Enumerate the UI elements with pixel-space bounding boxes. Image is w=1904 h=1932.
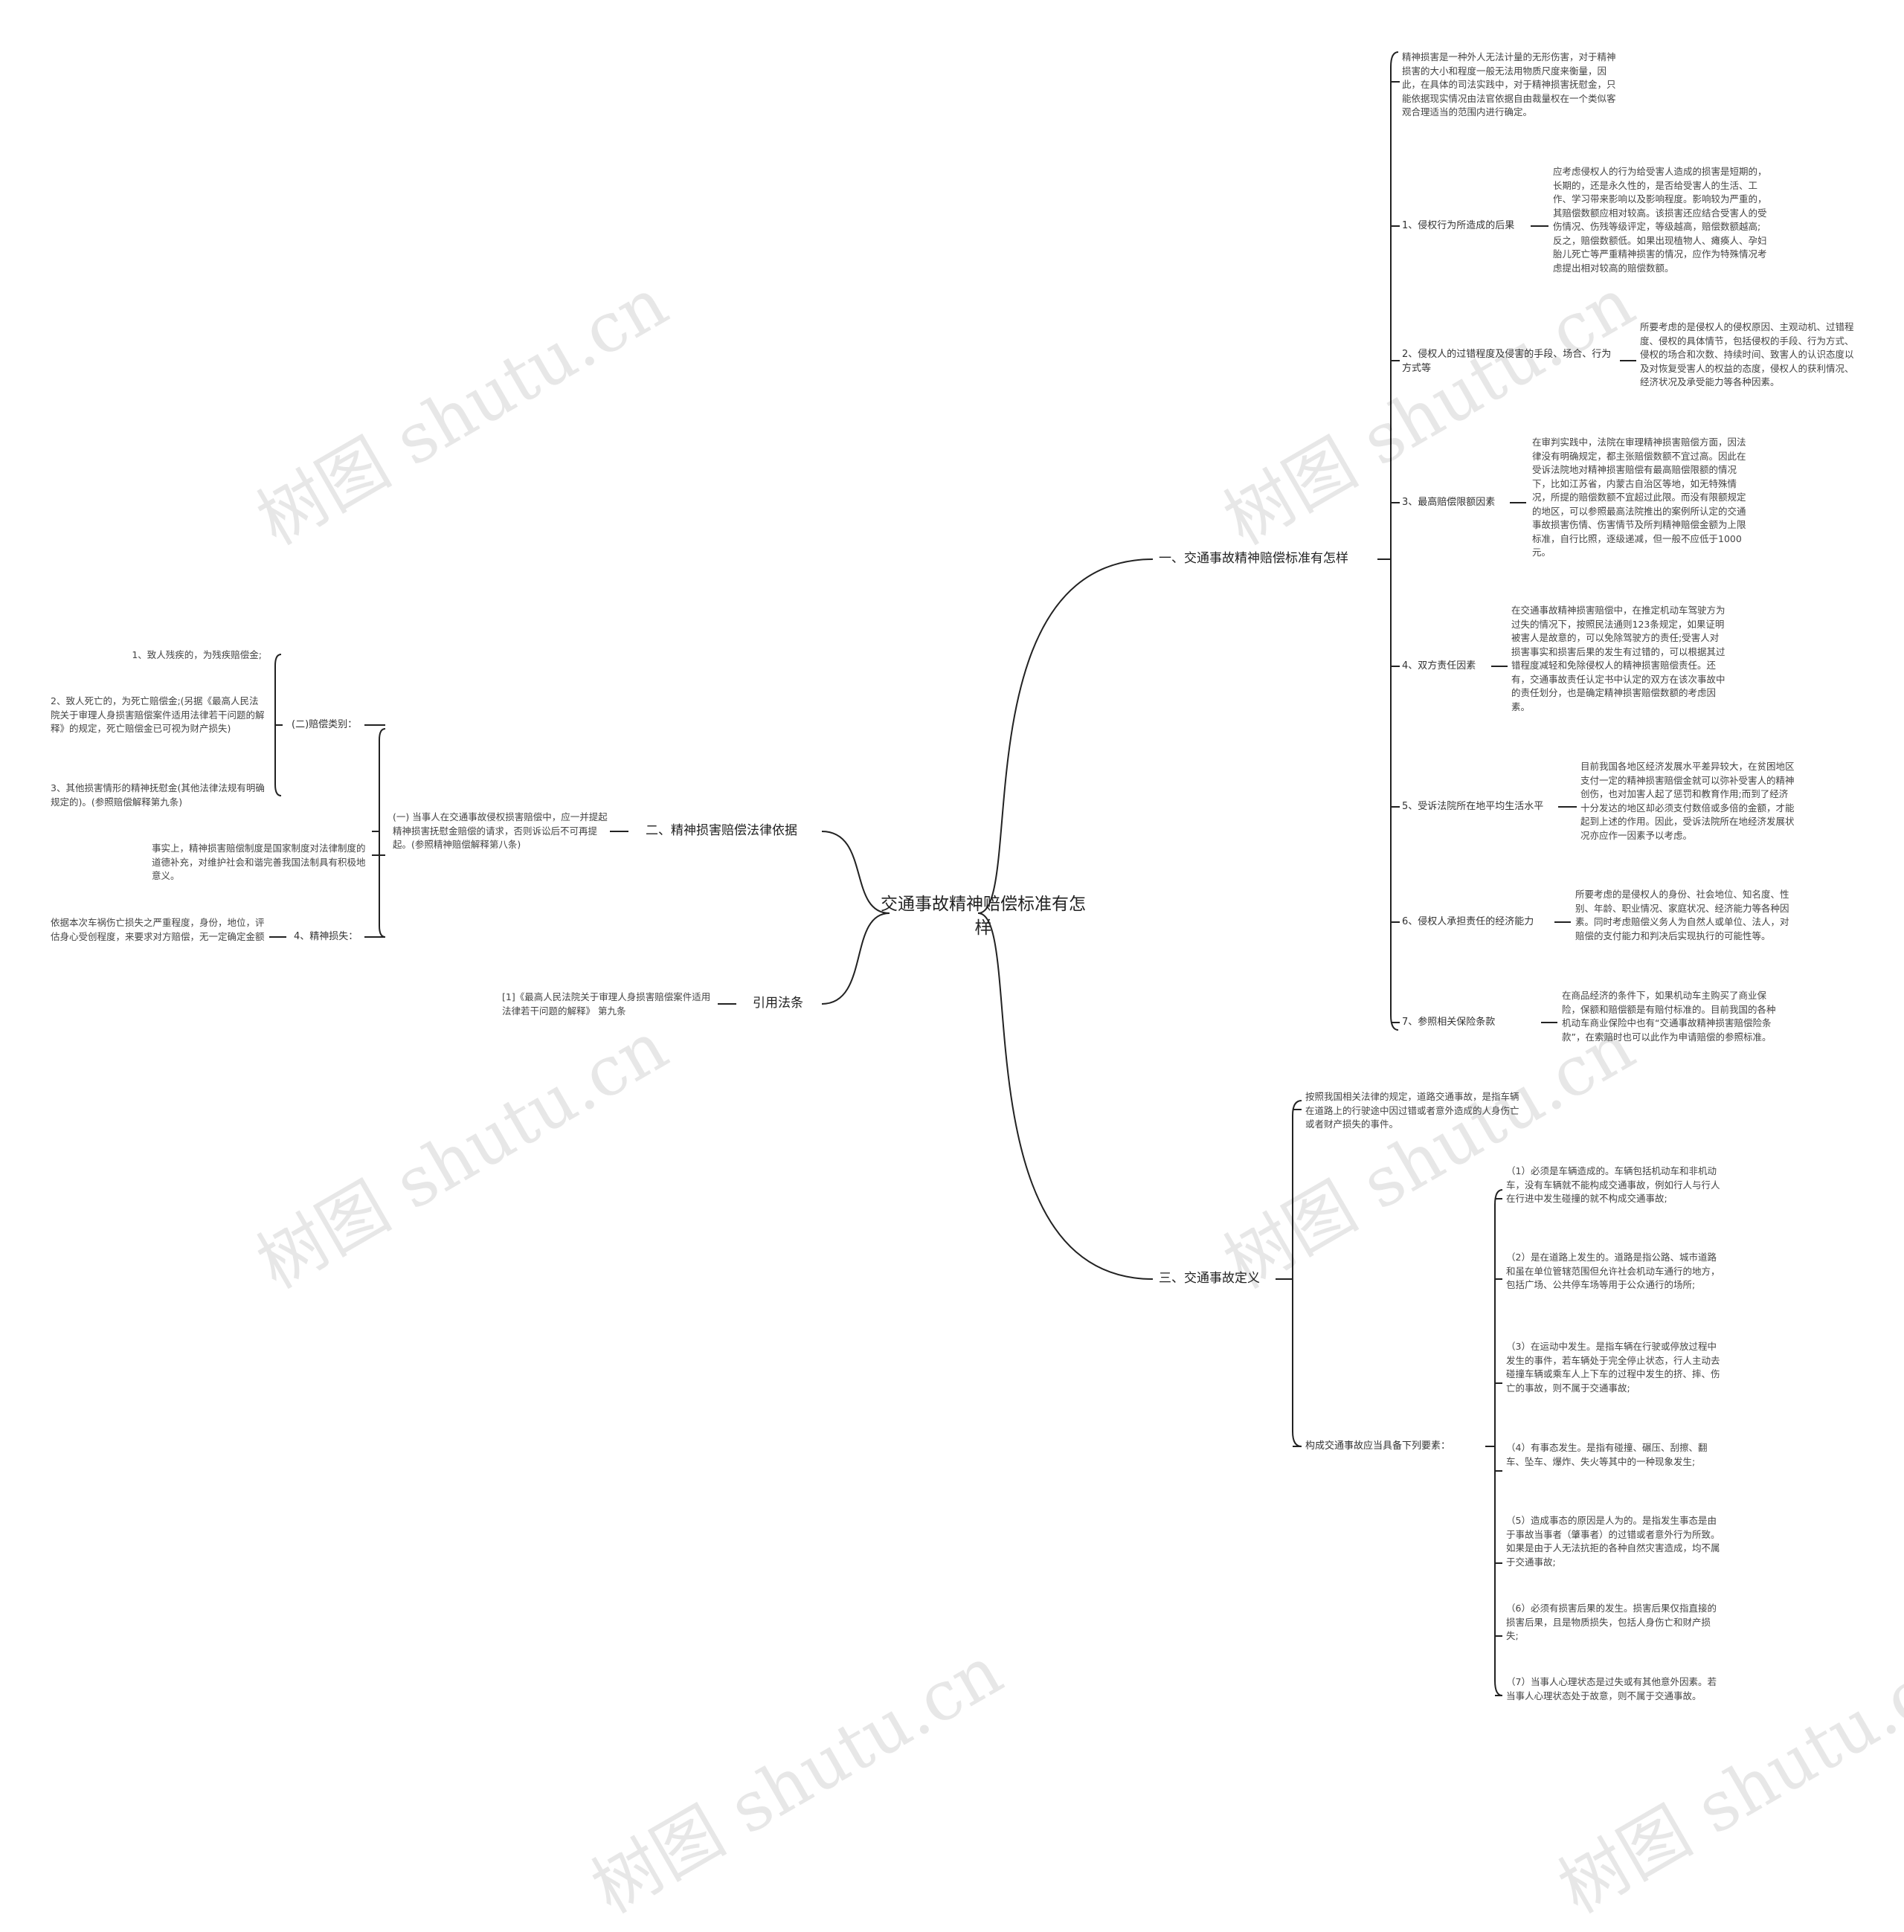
factor-3-label[interactable]: 3、最高赔偿限额因素 [1402,497,1496,508]
factor-7-label[interactable]: 7、参照相关保险条款 [1402,1017,1496,1028]
branch-2-label[interactable]: 二、精神损害赔偿法律依据 [646,823,797,838]
branch-4-definition: 按照我国相关法律的规定，道路交通事故，是指车辆在道路上的行驶途中因过错或者意外造… [1305,1091,1519,1130]
branch-2-spirit[interactable]: 4、精神损失： [294,931,358,942]
element-3: （3）在运动中发生。是指车辆在行驶或停放过程中发生的事件，若车辆处于完全停止状态… [1506,1341,1720,1394]
factor-1-detail: 应考虑侵权人的行为给受害人造成的损害是短期的，长期的，还是永久性的，是否给受害人… [1553,166,1767,274]
factor-6-detail: 所要考虑的是侵权人的身份、社会地位、知名度、性别、年龄、职业情况、家庭状况、经济… [1575,889,1789,941]
factor-6-label[interactable]: 6、侵权人承担责任的经济能力 [1402,916,1534,927]
connector-lines [269,51,1636,1696]
factor-3-detail: 在审判实践中，法院在审理精神损害赔偿方面，因法律没有明确规定，都主张赔偿数额不宜… [1532,437,1746,558]
branch-1-label[interactable]: 一、交通事故精神赔偿标准有怎样 [1159,551,1348,566]
element-2: （2）是在道路上发生的。道路是指公路、城市道路和虽在单位管辖范围但允许社会机动车… [1506,1252,1720,1290]
factor-5-detail: 目前我国各地区经济发展水平差异较大，在贫困地区支付一定的精神损害赔偿金就可以弥补… [1580,761,1795,841]
factor-7-detail: 在商品经济的条件下，如果机动车主购买了商业保险，保额和赔偿额是有赔付标准的。目前… [1562,990,1776,1043]
branch-2-fact: 事实上，精神损害赔偿制度是国家制度对法律制度的道德补充，对维护社会和谐完善我国法… [152,843,366,881]
branch-2-sub-1: (一) 当事人在交通事故侵权损害赔偿中，应一并提起精神损害抚慰金赔偿的请求，否则… [393,811,608,850]
branch-4-elements-label[interactable]: 构成交通事故应当具备下列要素： [1305,1440,1451,1452]
category-item-3: 3、其他损害情形的精神抚慰金(其他法律法规有明确规定的)。(参照赔偿解释第九条) [51,782,265,808]
element-5: （5）造成事态的原因是人为的。是指发生事态是由于事故当事者（肇事者）的过错或者意… [1506,1515,1720,1568]
branch-2-category[interactable]: (二)赔偿类别： [292,719,358,730]
element-7: （7）当事人心理状态是过失或有其他意外因素。若当事人心理状态处于故意，则不属于交… [1506,1676,1717,1701]
factor-2-detail: 所要考虑的是侵权人的侵权原因、主观动机、过错程度、侵权的具体情节，包括侵权的手段… [1640,321,1854,387]
factor-2-label[interactable]: 2、侵权人的过错程度及侵害的手段、场合、行为方式等 [1402,349,1612,374]
category-item-2: 2、致人死亡的，为死亡赔偿金;(另据《最高人民法院关于审理人身损害赔偿案件适用法… [51,695,265,734]
factor-4-detail: 在交通事故精神损害赔偿中，在推定机动车驾驶方为过失的情况下，按照民法通则123条… [1511,605,1726,712]
factor-5-label[interactable]: 5、受诉法院所在地平均生活水平 [1402,801,1544,812]
factor-4-label[interactable]: 4、双方责任因素 [1402,660,1476,672]
branch-3-ref: [1]《最高人民法院关于审理人身损害赔偿案件适用法律若干问题的解释》 第九条 [502,991,711,1017]
category-item-1: 1、致人残疾的，为残疾赔偿金; [132,649,262,660]
element-1: （1）必须是车辆造成的。车辆包括机动车和非机动车，没有车辆就不能构成交通事故，例… [1506,1165,1720,1204]
branch-2-spirit-detail: 依据本次车祸伤亡损失之严重程度，身份，地位，评估身心受创程度，来要求对方赔偿，无… [51,917,265,942]
central-topic[interactable]: 交通事故精神赔偿标准有怎样 [881,895,1086,938]
element-4: （4）有事态发生。是指有碰撞、碾压、刮擦、翻车、坠车、爆炸、失火等其中的一种现象… [1506,1442,1708,1467]
branch-3-label[interactable]: 引用法条 [753,996,803,1011]
factor-1-label[interactable]: 1、侵权行为所造成的后果 [1402,220,1515,231]
branch-4-label[interactable]: 三、交通事故定义 [1159,1271,1260,1286]
branch-1-intro: 精神损害是一种外人无法计量的无形伤害，对于精神损害的大小和程度一般无法用物质尺度… [1402,51,1616,117]
element-6: （6）必须有损害后果的发生。损害后果仅指直接的损害后果，且是物质损失，包括人身伤… [1506,1603,1717,1641]
